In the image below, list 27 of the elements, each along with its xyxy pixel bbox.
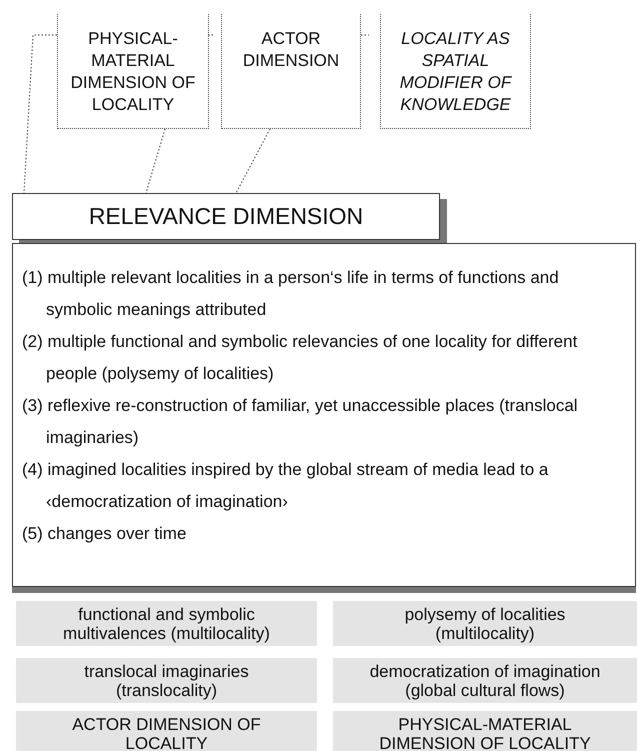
list-item: (4) imagined localities inspired by the global stream of media lead to a ‹democratization of imagination› <box>22 459 550 513</box>
category-box <box>333 658 637 703</box>
category-box <box>16 601 317 646</box>
list-item: (2) multiple functional and symbolic relevancies of one locality for different people (polysemy of localities) <box>22 331 578 385</box>
box-label: RELEVANCE DIMENSION <box>88 203 364 230</box>
list-item: (1) multiple relevant localities in a person‘s life in terms of functions and symbolic meanings attributed <box>22 267 560 321</box>
list-item: (3) reflexive re-construction of familiar, yet unaccessible places (translocal imaginaries) <box>22 395 579 449</box>
box-label: democratization of imagination (global cultural flows) <box>368 662 602 700</box>
box-label: ACTOR DIMENSION <box>242 28 340 72</box>
box-label: ACTOR DIMENSION OF LOCALITY <box>71 715 262 751</box>
box-label: translocal imaginaries (translocality) <box>83 662 250 700</box>
box-label: LOCALITY AS SPATIAL MODIFIER OF KNOWLEDGE <box>398 28 513 116</box>
dotted-connector <box>236 128 270 194</box>
dimension-box <box>221 14 361 129</box>
category-box <box>333 711 637 751</box>
list-item: (5) changes over time <box>22 523 188 545</box>
box-label: PHYSICAL-MATERIAL DIMENSION OF LOCALITY <box>70 28 196 116</box>
dimension-box <box>380 14 531 129</box>
category-box <box>16 658 317 703</box>
category-box <box>16 711 317 751</box>
category-box <box>333 601 637 646</box>
dimension-box <box>57 14 209 129</box>
box-label: PHYSICAL-MATERIAL DIMENSION OF LOCALITY <box>378 715 592 751</box>
dotted-connector <box>24 34 58 194</box>
box-label: functional and symbolic multivalences (multilocality) <box>62 605 271 643</box>
dotted-connector <box>146 128 166 194</box>
box-label: polysemy of localities (multilocality) <box>404 605 566 643</box>
